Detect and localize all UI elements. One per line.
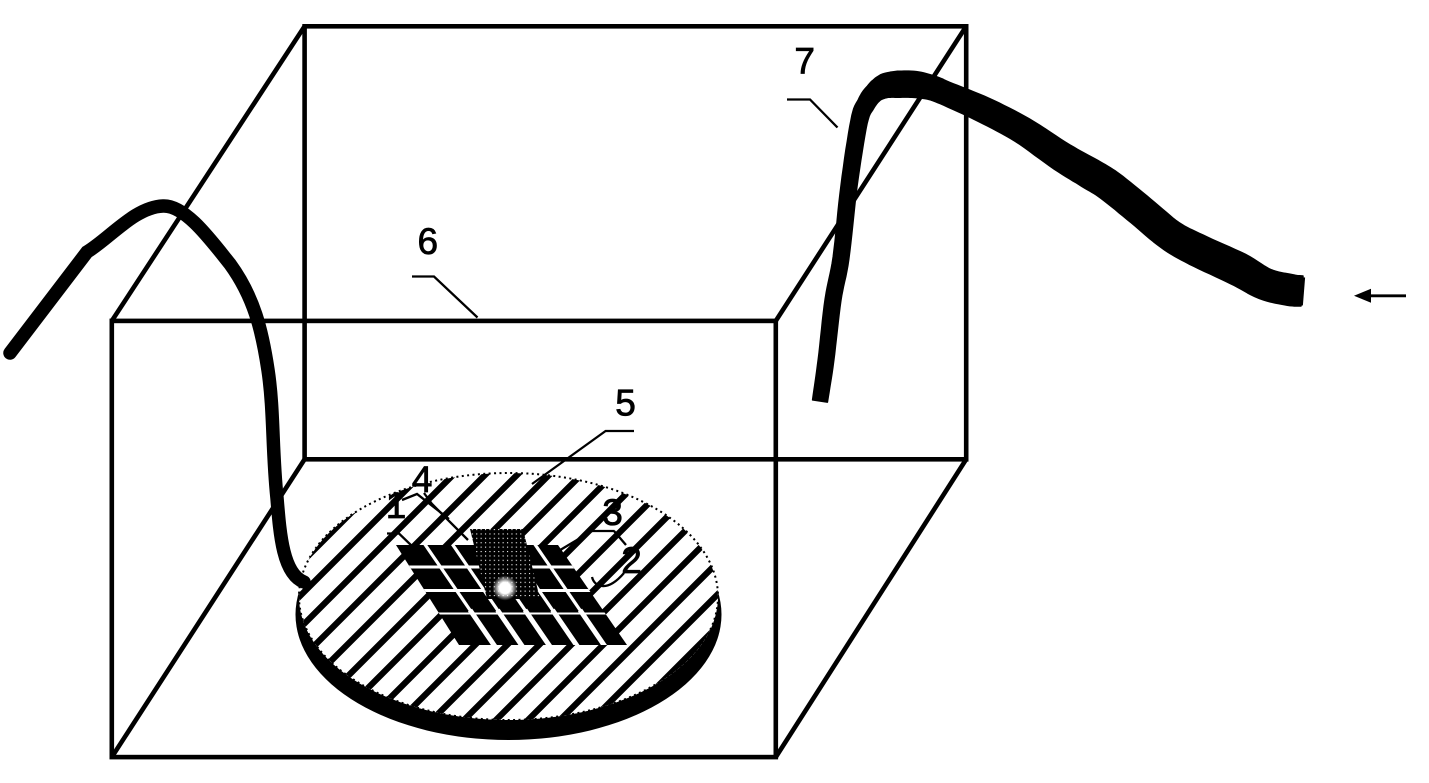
svg-text:7: 7 — [794, 41, 815, 82]
svg-text:1: 1 — [386, 485, 407, 526]
svg-text:5: 5 — [615, 383, 636, 424]
svg-text:4: 4 — [412, 459, 433, 500]
svg-text:2: 2 — [621, 540, 642, 581]
svg-text:3: 3 — [602, 492, 623, 533]
svg-text:6: 6 — [418, 221, 439, 262]
